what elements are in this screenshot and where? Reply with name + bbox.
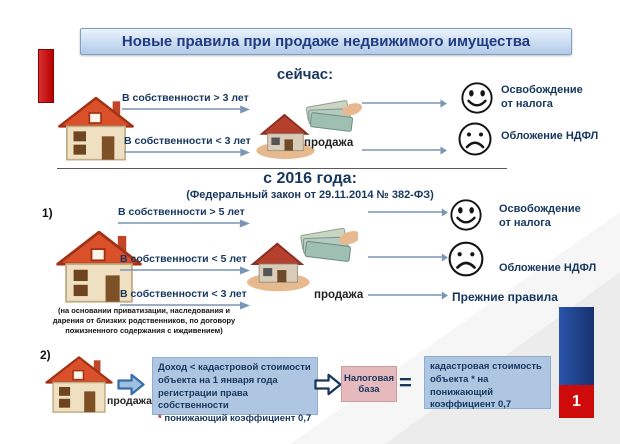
arrow-icon <box>362 146 447 156</box>
note-line1: (на основании приватизации, наследования… <box>58 306 230 315</box>
ownership-gt5-label: В собственности > 5 лет <box>118 206 245 218</box>
note-line2: дарения от близких родственников, по дог… <box>52 316 236 326</box>
ownership-gt3-label: В собственности > 3 лет <box>122 92 249 104</box>
happy-face-icon <box>449 198 483 232</box>
arrow-icon <box>368 291 448 301</box>
arrow-icon <box>118 219 250 229</box>
sale-hands-icon <box>245 224 358 296</box>
slide-title: Новые правила при продаже недвижимого им… <box>80 28 572 55</box>
tax-base-line1: Налоговая <box>343 372 395 384</box>
ownership-note: (на основании приватизации, наследования… <box>40 306 248 336</box>
section-divider <box>57 168 507 169</box>
sale-label: продажа <box>304 137 354 149</box>
ndfl-label: Обложение НДФЛ <box>501 130 599 142</box>
sale-hands-icon <box>252 100 362 160</box>
happy-face-icon <box>460 81 494 115</box>
tax-exempt-line1: Освобождение <box>501 84 583 96</box>
block-arrow-icon <box>313 372 343 397</box>
ownership-lt3-label: В собственности < 3 лет <box>124 135 251 147</box>
cadastre-box-line2: объекта * на понижающий <box>430 373 494 398</box>
income-box-line4: * понижающий коэффициент 0,7 <box>158 413 312 426</box>
red-accent-bar <box>38 49 54 103</box>
ndfl-label-2016: Обложение НДФЛ <box>499 262 597 274</box>
sale-label: продажа <box>107 395 152 407</box>
equals-sign: = <box>399 370 412 395</box>
previous-rules-label: Прежние правила <box>452 290 558 304</box>
arrow-icon <box>120 266 250 276</box>
arrow-icon <box>368 208 448 218</box>
ownership-lt5-label: В собственности < 5 лет <box>120 253 247 265</box>
arrow-icon <box>362 99 447 109</box>
law-subheading: (Федеральный закон от 29.11.2014 № 382-Ф… <box>186 189 434 201</box>
income-rule-box: Доход < кадастровой стоимости объекта на… <box>152 357 318 424</box>
income-box-line3: регистрации права собственности <box>158 387 248 412</box>
tax-base-line2: база <box>358 384 380 395</box>
arrow-icon <box>368 253 448 263</box>
ownership-lt3-label-2016: В собственности < 3 лет <box>120 288 247 300</box>
block-arrow-icon <box>116 372 146 397</box>
part1-number: 1) <box>42 206 53 220</box>
page-number: 1 <box>572 392 581 410</box>
income-box-line2: объекта на 1 января года <box>158 374 278 386</box>
tax-base-box: Налоговая база <box>341 366 397 402</box>
arrow-icon <box>122 105 250 115</box>
cadastre-value-box: кадастровая стоимость объекта * на пониж… <box>424 356 551 411</box>
tax-exempt-line1: Освобождение <box>499 203 581 215</box>
cadastre-box-line1: кадастровая стоимость <box>430 361 542 372</box>
tax-exempt-label: Освобождение от налога <box>501 84 583 112</box>
tax-exempt-line2: от налога <box>501 97 553 110</box>
sad-face-icon <box>457 121 493 157</box>
arrow-icon <box>124 148 250 158</box>
income-box-line4-text: понижающий коэффициент 0,7 <box>164 413 312 425</box>
sidebar-blue-block <box>559 307 594 385</box>
part2-number: 2) <box>40 348 51 362</box>
income-box-line1: Доход < кадастровой стоимости <box>158 362 311 373</box>
tax-exempt-line2: от налога <box>499 216 551 229</box>
tax-exempt-label-2016: Освобождение от налога <box>499 203 581 231</box>
now-heading: сейчас: <box>276 66 334 83</box>
sale-label: продажа <box>314 289 364 301</box>
page-number-badge: 1 <box>559 385 594 418</box>
note-line3: пожизненного содержания с иждивением) <box>65 326 223 336</box>
house-icon <box>42 352 116 416</box>
asterisk-mark: * <box>158 413 162 425</box>
cadastre-box-line3: коэффициент 0,7 <box>430 399 512 411</box>
law-heading: с 2016 года: <box>263 170 357 187</box>
sad-face-icon <box>447 240 485 278</box>
